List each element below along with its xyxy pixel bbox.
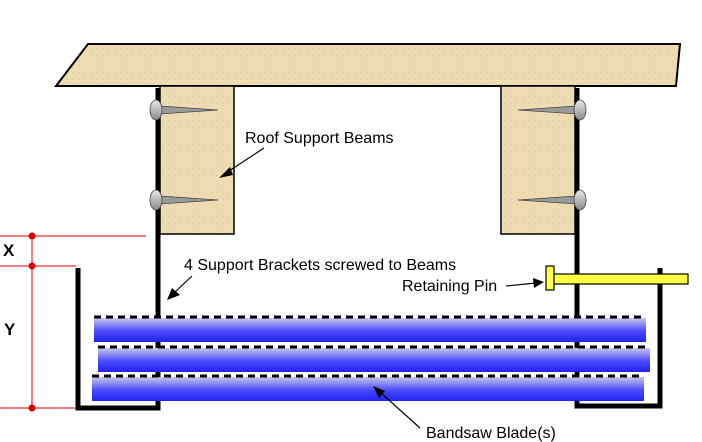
- screw-icon: [517, 189, 587, 211]
- bandsaw-blade: [94, 315, 646, 342]
- dimension-marker: [28, 262, 36, 270]
- bandsaw-blade: [92, 374, 644, 401]
- leader-arrow: [219, 147, 265, 178]
- retaining-pin: [545, 265, 689, 291]
- bandsaw-blades-label: Bandsaw Blade(s): [426, 425, 556, 442]
- dimension-marker: [28, 232, 36, 240]
- dimension-y-label: Y: [4, 320, 16, 339]
- screw-icon: [149, 189, 219, 211]
- retaining-pin-label: Retaining Pin: [402, 278, 497, 295]
- leader-arrow: [373, 386, 421, 429]
- screw-icon: [517, 99, 587, 121]
- right-bracket: [574, 88, 663, 409]
- support-brackets-label: 4 Support Brackets screwed to Beams: [184, 257, 456, 274]
- dimension-x-label: X: [3, 241, 15, 260]
- dimension-marker: [28, 404, 36, 412]
- screw-icon: [149, 99, 219, 121]
- left-bracket: [75, 88, 161, 411]
- leader-arrow: [167, 275, 193, 300]
- roof-support-beams-label: Roof Support Beams: [245, 130, 394, 147]
- bandsaw-blade: [98, 345, 650, 372]
- leader-arrow: [505, 278, 544, 288]
- roof-beam: [53, 43, 682, 87]
